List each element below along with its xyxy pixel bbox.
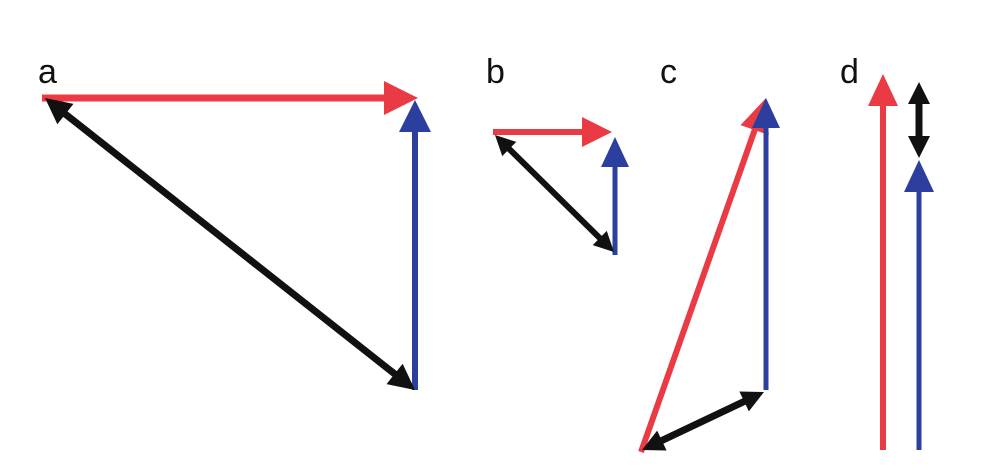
black-vector-shaft [657, 396, 749, 446]
red-vector-head [582, 117, 612, 147]
panel-c [638, 98, 780, 453]
panel-c-black-vector [642, 391, 764, 451]
black-vector-head [739, 391, 764, 412]
panel-b [493, 117, 629, 255]
panel-label-d: d [840, 53, 859, 91]
blue-vector-head [752, 98, 780, 128]
black-vector-shaft [505, 144, 604, 243]
panel-label-b: b [486, 53, 505, 91]
panel-d-red-vector [868, 74, 898, 450]
panel-b-black-vector [495, 135, 614, 252]
panel-a-red-vector [42, 81, 418, 115]
arrow-layer [42, 74, 934, 453]
red-vector-head [384, 81, 418, 115]
panel-label-c: c [660, 53, 677, 91]
panel-d [868, 74, 934, 450]
black-vector-head [592, 230, 614, 252]
panel-b-blue-vector [601, 137, 629, 255]
black-vector-tail-head [908, 82, 930, 104]
black-vector-tail-head [495, 135, 517, 157]
blue-vector-head [399, 100, 431, 132]
panel-label-a: a [38, 53, 57, 91]
black-vector-tail-head [642, 430, 667, 451]
red-vector-head [868, 74, 898, 106]
panel-a-blue-vector [399, 100, 431, 390]
panel-d-black-vector [908, 82, 930, 158]
black-vector-head [908, 136, 930, 158]
red-vector-shaft [638, 124, 760, 453]
panel-a-black-vector [45, 98, 415, 390]
blue-vector-head [904, 160, 934, 192]
black-vector-head [386, 363, 415, 390]
black-vector-shaft [60, 108, 400, 380]
blue-vector-head [601, 137, 629, 167]
panel-c-blue-vector [752, 98, 780, 390]
black-vector-tail-head [45, 98, 74, 125]
panel-b-red-vector [493, 117, 612, 147]
panel-d-blue-vector [904, 160, 934, 450]
panel-a [42, 81, 431, 390]
